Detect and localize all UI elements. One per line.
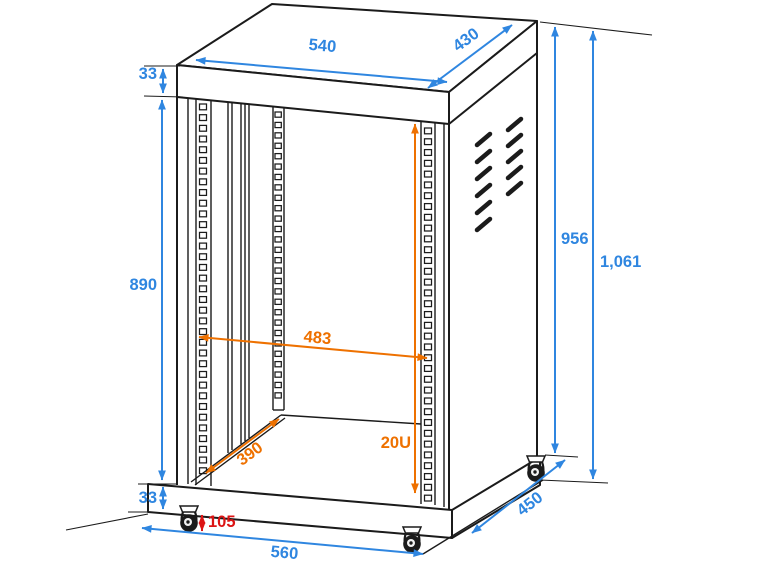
dim-overall-width-label: 560 [270, 543, 299, 562]
dim-opening-height: 890 [129, 99, 166, 481]
dim-line [427, 24, 513, 89]
rear-left-rail [272, 107, 285, 411]
rail-holes [274, 111, 282, 399]
dim-top-width-label: 540 [308, 36, 337, 56]
front-right-rail [420, 122, 436, 505]
dim-top-panel-thickness-label: 33 [139, 65, 157, 83]
front-left-rail [195, 99, 212, 486]
dim-line [195, 56, 448, 86]
dim-overall-height-label: 1,061 [600, 253, 641, 271]
dim-inner-depth: 390 [205, 418, 280, 474]
dim-overall-height: 1,061 [589, 30, 641, 480]
dim-top-panel-thickness: 33 [139, 65, 167, 94]
dim-opening-height-label: 890 [129, 276, 157, 294]
side-vent-slots [474, 116, 524, 233]
ground-left-projection [65, 513, 149, 531]
dim-height-without-casters: 956 [551, 26, 589, 454]
dim-line [141, 524, 424, 558]
dim-height-without-casters-label: 956 [561, 230, 589, 248]
interior-structure [190, 102, 422, 486]
vent-column-right [505, 116, 524, 197]
dim-line [471, 459, 566, 534]
dim-inner-depth-label: 390 [234, 439, 267, 470]
dim-base-thickness: 33 [139, 486, 167, 510]
dim-line [198, 333, 428, 362]
dim-rail-spacing: 483 [198, 328, 428, 362]
dim-base-thickness-label: 33 [139, 489, 157, 507]
rail-holes [423, 127, 433, 502]
dim-caster-height: 105 [198, 513, 236, 532]
ext-line [143, 95, 184, 98]
dim-line [205, 418, 280, 474]
ext-line-top-right [539, 21, 653, 36]
vent-column-left [474, 131, 493, 233]
dim-rack-units-label: 20U [381, 434, 411, 452]
dim-overall-width: 560 [141, 524, 424, 562]
caster-front-right [401, 525, 423, 554]
dim-caster-height-label: 105 [208, 513, 236, 531]
dim-top-width: 540 [195, 36, 448, 86]
rail-holes [198, 103, 208, 475]
interior-floor-rear-edge [280, 414, 422, 425]
ext-line-956-bottom [544, 454, 579, 458]
cabinet-body-frame [176, 53, 538, 510]
ext-line-1061-bottom [539, 479, 609, 484]
caster-front-left [178, 504, 200, 533]
dim-rail-spacing-label: 483 [303, 328, 332, 348]
dim-rack-units: 20U [381, 123, 419, 494]
